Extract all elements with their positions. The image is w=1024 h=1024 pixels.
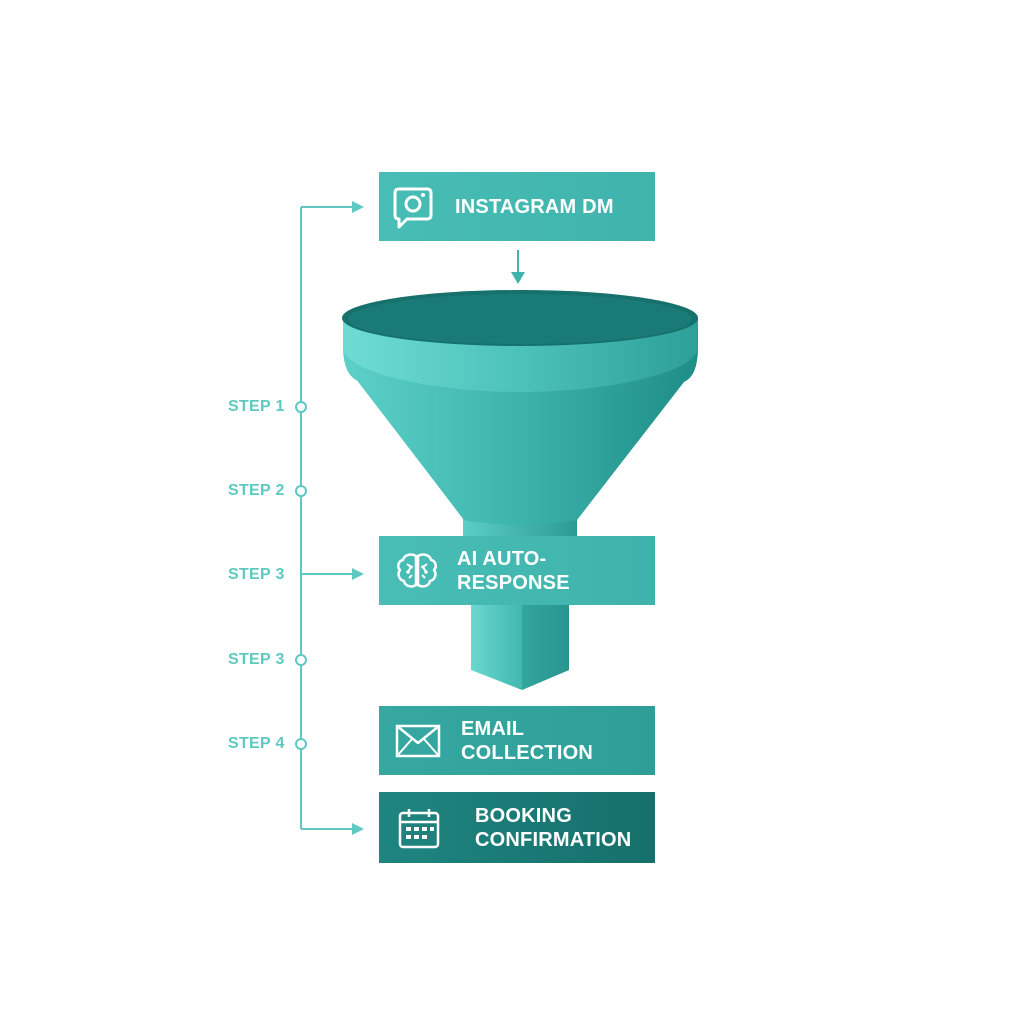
- step-label-3: STEP 3: [228, 566, 285, 583]
- arrowhead-ai: [352, 568, 364, 580]
- step-node-2: [295, 485, 307, 497]
- stage-instagram-dm: INSTAGRAM DM: [379, 172, 655, 241]
- funnel-cone-lower: [346, 366, 694, 525]
- step-label-2: STEP 2: [228, 482, 285, 499]
- stage-email-collection: EMAIL COLLECTION: [379, 706, 655, 775]
- stage-booking-confirmation: BOOKING CONFIRMATION: [379, 792, 655, 863]
- step-label-4: STEP 4: [228, 735, 285, 752]
- instagram-icon: [393, 185, 433, 229]
- funnel-opening-inner: [348, 294, 692, 344]
- brain-icon: [395, 551, 439, 591]
- step-node-4: [295, 654, 307, 666]
- stage-label-booking: BOOKING CONFIRMATION: [475, 804, 632, 851]
- down-arrowhead: [511, 272, 525, 284]
- step-label-3b: STEP 3: [228, 651, 285, 668]
- arrowhead-booking: [352, 823, 364, 835]
- stage-label-email: EMAIL COLLECTION: [461, 717, 593, 764]
- step-node-1: [295, 401, 307, 413]
- stage-label-instagram: INSTAGRAM DM: [455, 195, 614, 218]
- envelope-icon: [395, 724, 441, 758]
- arrowhead-instagram: [352, 201, 364, 213]
- stage-label-ai: AI AUTO-RESPONSE: [457, 547, 570, 594]
- stage-ai-auto-response: AI AUTO-RESPONSE: [379, 536, 655, 605]
- funnel-spout-shade: [522, 604, 569, 690]
- step-node-5: [295, 738, 307, 750]
- step-label-1: STEP 1: [228, 398, 285, 415]
- calendar-icon: [397, 806, 441, 850]
